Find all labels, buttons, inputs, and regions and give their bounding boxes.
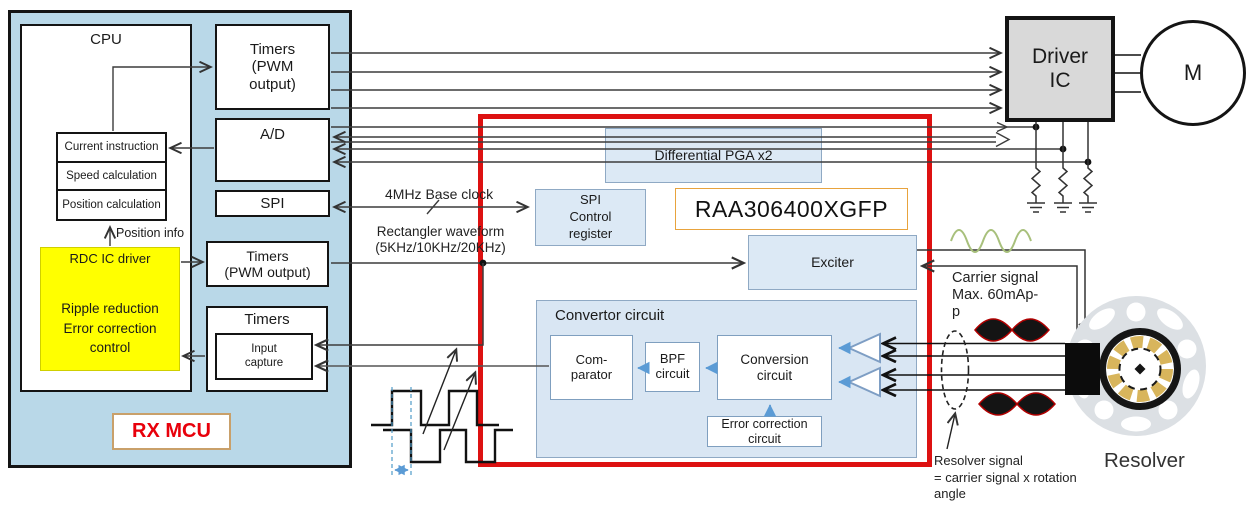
modulated-signal-graphic-bottom [978,392,1056,416]
resolver-graphic [1065,296,1206,436]
resolver-label: Resolver [1104,449,1185,472]
bpf-circuit-box: BPF circuit [645,342,700,392]
spi-box: SPI [215,190,330,217]
timers-pwm-top-box: Timers (PWM output) [215,24,330,110]
calc-current-instruction: Current instruction [56,132,167,163]
cpu-label: CPU [90,31,122,48]
diff-pga-box: Differential PGA x2 [605,128,822,183]
part-number-box: RAA306400XGFP [675,188,908,230]
resolver-connector [1065,343,1100,395]
calc-position: Position calculation [56,189,167,221]
modulated-signal-graphic-top [974,318,1050,342]
exciter-box: Exciter [748,235,917,290]
convertor-circuit-title: Convertor circuit [555,307,665,324]
resolver-winding-ring [1107,336,1173,402]
sine-wave-graphic [950,229,1032,253]
motor-circle: M [1140,20,1246,126]
comparator-box: Com- parator [550,335,633,400]
motor-phase-lines [1115,54,1141,93]
position-info-label: Position info [116,226,185,240]
shunt-resistor-network [1027,122,1097,213]
spi-control-register-box: SPI Control register [535,189,646,246]
error-correction-box: Error correction circuit [707,416,822,447]
signal-ellipse-annotation [940,330,970,450]
input-capture-box: Input capture [215,333,313,380]
calc-speed: Speed calculation [56,161,167,191]
resolver-shaft-hole [1134,363,1146,375]
driver-ic-box: Driver IC [1005,16,1115,122]
base-clock-label: 4MHz Base clock [385,186,494,202]
carrier-signal-label: Carrier signal Max. 60mAp- p [952,270,1039,321]
rx-mcu-badge: RX MCU [112,413,231,450]
pwm-signal-lines [331,53,1000,108]
timers-pwm-mid-box: Timers (PWM output) [206,241,329,287]
conversion-circuit-box: Conversion circuit [717,335,832,400]
adc-box: A/D [215,118,330,182]
rect-waveform-label: Rectangler waveform (5KHz/10KHz/20KHz) [375,224,506,256]
rdc-ic-driver-box: RDC IC driver Ripple reduction Error cor… [40,247,180,371]
rdc-ic-driver-title: RDC IC driver [69,251,151,266]
waveform-annotation-arrows [422,350,475,451]
resolver-signal-label: Resolver signal = carrier signal x rotat… [934,453,1077,502]
resolver-ring-outer [1099,328,1181,410]
